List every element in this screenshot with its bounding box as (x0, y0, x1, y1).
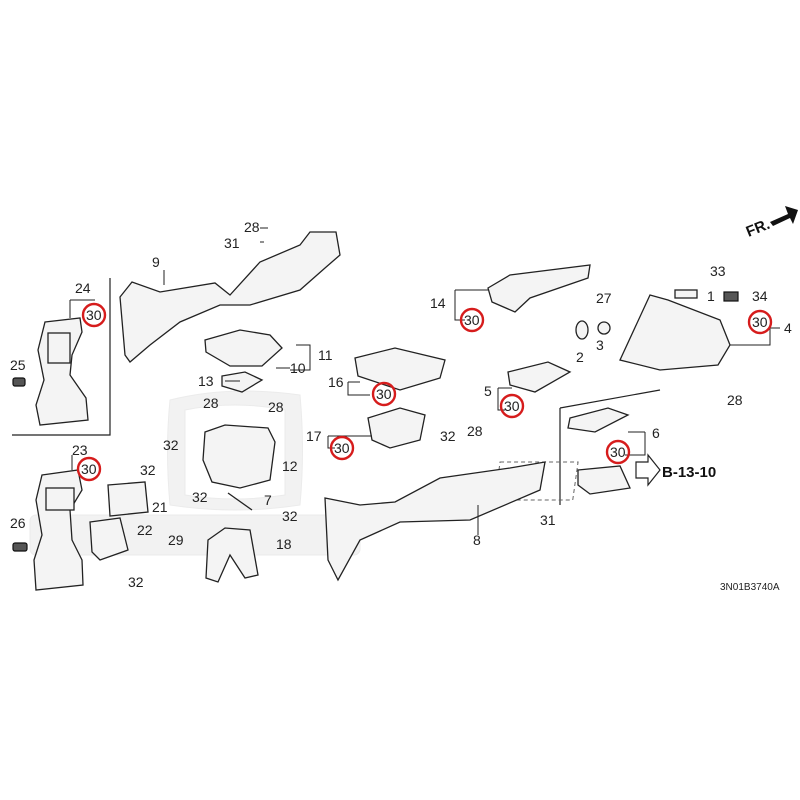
callout-28: 28 (244, 219, 260, 235)
callout-31: 31 (224, 235, 240, 251)
callout-28: 28 (467, 423, 483, 439)
highlight-ring (747, 309, 773, 335)
callout-22: 22 (137, 522, 153, 538)
callout-31: 31 (540, 512, 556, 528)
front-arrow-icon (770, 206, 798, 226)
callout-32: 32 (140, 462, 156, 478)
highlight-rings (76, 302, 773, 482)
part-5-panel (507, 361, 572, 393)
callout-labels: 24 30 25 23 30 26 32 21 22 32 9 28 31 11… (10, 219, 792, 593)
callout-29: 29 (168, 532, 184, 548)
part-11-armrest-lid (204, 329, 283, 367)
leader-lines (163, 227, 780, 535)
part-8-lower-side-panel (324, 461, 546, 582)
highlight-ring (499, 393, 525, 419)
callout-3: 3 (596, 337, 604, 353)
part-14-shift-trim (487, 264, 591, 313)
callout-28: 28 (727, 392, 743, 408)
highlight-ring (76, 456, 102, 482)
highlight-ring (371, 381, 397, 407)
callout-30: 30 (752, 314, 768, 330)
callout-30: 30 (464, 312, 480, 328)
callout-2: 2 (576, 349, 584, 365)
part-3-socket (597, 321, 611, 335)
part-25-switch (12, 377, 26, 387)
callout-32: 32 (440, 428, 456, 444)
group-frame-right (559, 389, 661, 409)
module-unit (577, 465, 631, 495)
callout-28: 28 (268, 399, 284, 415)
reference-label: B-13-10 (662, 464, 716, 481)
front-label: FR. (744, 216, 773, 241)
highlight-ring (459, 307, 485, 333)
part-13-gasket (221, 371, 264, 393)
callout-14: 14 (430, 295, 446, 311)
callout-32: 32 (192, 489, 208, 505)
callout-6: 6 (652, 425, 660, 441)
reference-arrow-icon (635, 453, 661, 487)
callout-18: 18 (276, 536, 292, 552)
part-1-clip (674, 289, 698, 299)
callout-30: 30 (610, 444, 626, 460)
callout-21: 21 (152, 499, 168, 515)
callout-8: 8 (473, 532, 481, 548)
part-21-vent (107, 481, 149, 517)
callout-25: 25 (10, 357, 26, 373)
drawing-code: 3N01B3740A (720, 582, 780, 593)
part-18-bracket (205, 527, 259, 583)
part-26-switch (12, 542, 28, 552)
callout-30: 30 (334, 440, 350, 456)
callout-32: 32 (282, 508, 298, 524)
highlight-ring (329, 435, 355, 461)
callout-4: 4 (784, 320, 792, 336)
part-4-front-console (619, 294, 731, 371)
part-6-panel (567, 407, 630, 433)
group-frame-left (12, 278, 111, 436)
callout-32: 32 (128, 574, 144, 590)
callout-30: 30 (86, 307, 102, 323)
callout-5: 5 (484, 383, 492, 399)
part-2-knob (575, 320, 589, 340)
part-17-cup-holder (367, 407, 426, 449)
front-direction-indicator: FR. (744, 206, 798, 241)
part-9-side-panel (119, 231, 341, 363)
callout-17: 17 (306, 428, 322, 444)
callout-16: 16 (328, 374, 344, 390)
callout-28: 28 (203, 395, 219, 411)
part-34-socket (723, 291, 739, 302)
callout-24: 24 (75, 280, 91, 296)
callout-32: 32 (163, 437, 179, 453)
callout-23: 23 (72, 442, 88, 458)
callout-1: 1 (707, 288, 715, 304)
callout-11: 11 (318, 347, 333, 363)
callout-9: 9 (152, 254, 160, 270)
callout-13: 13 (198, 373, 214, 389)
highlight-ring (81, 302, 107, 328)
part-23-panel (33, 455, 84, 591)
callout-30: 30 (504, 398, 520, 414)
callout-10: 10 (290, 360, 306, 376)
part-24-panel (35, 299, 95, 426)
part-12-console-box (202, 424, 276, 489)
highlight-ring (605, 439, 631, 465)
callout-26: 26 (10, 515, 26, 531)
callout-12: 12 (282, 458, 298, 474)
part-16-shift-tray (354, 347, 446, 391)
callout-27: 27 (596, 290, 612, 306)
part-22-bin (89, 517, 129, 561)
callout-33: 33 (710, 263, 726, 279)
callout-30: 30 (81, 461, 97, 477)
part-7-rod (227, 492, 253, 511)
callout-30: 30 (376, 386, 392, 402)
callout-34: 34 (752, 288, 768, 304)
callout-7: 7 (264, 492, 272, 508)
